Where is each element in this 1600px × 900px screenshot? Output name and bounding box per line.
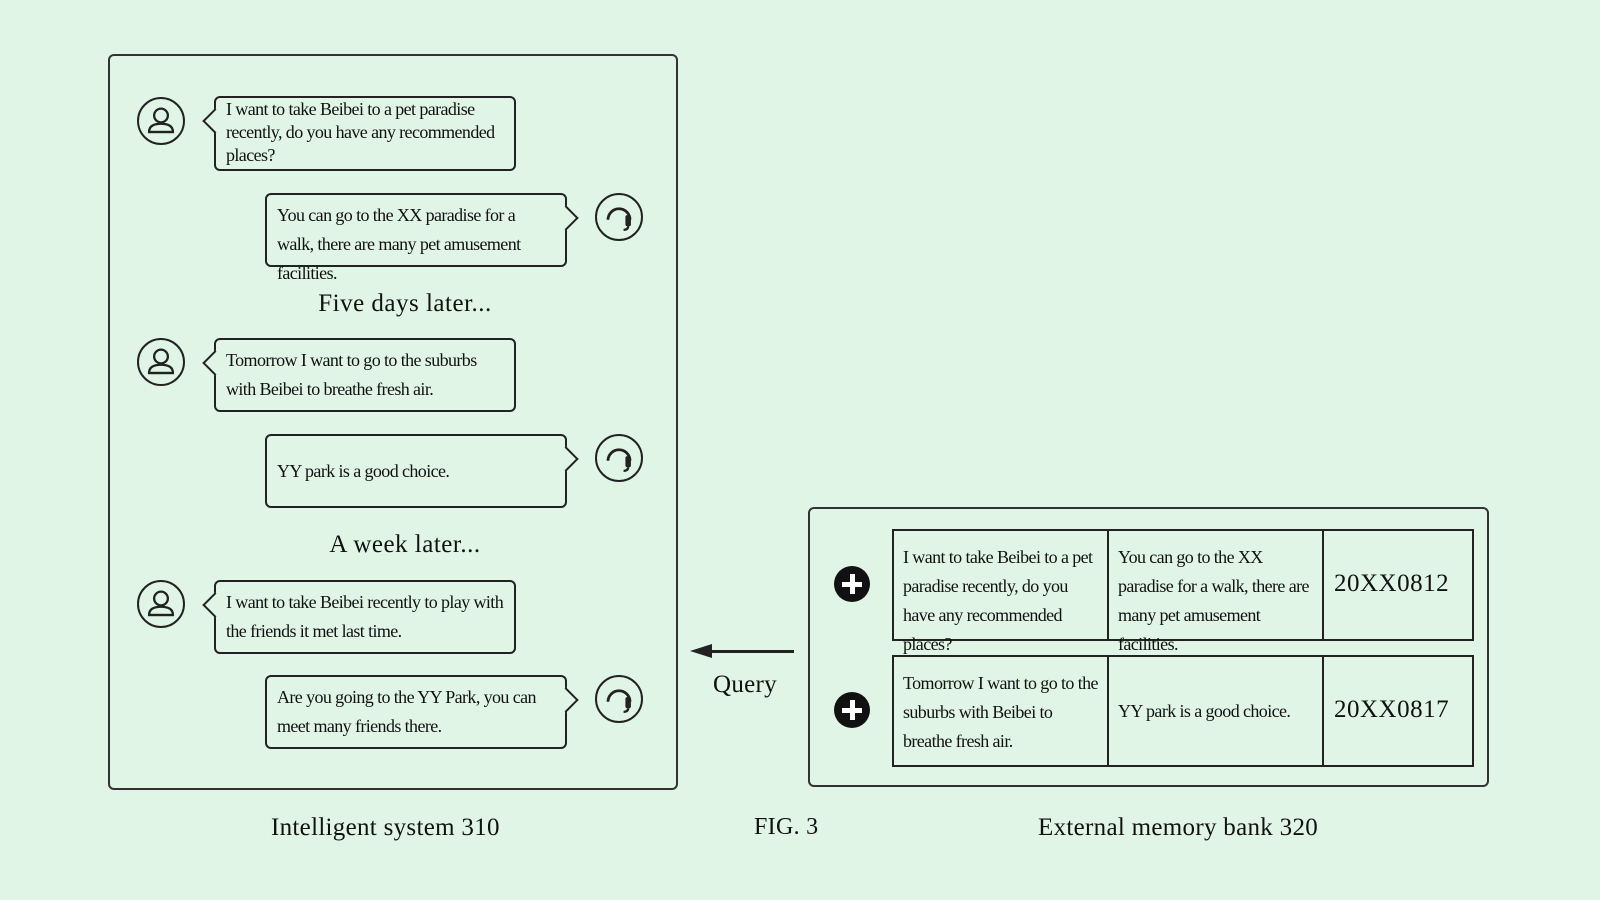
query-arrow-head [690, 644, 712, 658]
message-text: You can go to the XX paradise for a walk… [277, 205, 521, 283]
time-interlude: Five days later... [318, 290, 492, 317]
memory-query: Tomorrow I want to go to the suburbs wit… [894, 657, 1109, 765]
user-message-bubble: I want to take Beibei to a pet paradise … [202, 96, 516, 171]
message-text: Tomorrow I want to go to the suburbs wit… [226, 350, 477, 399]
user-message-bubble: I want to take Beibei recently to play w… [202, 580, 516, 654]
headset-icon [595, 193, 643, 241]
memory-date: 20XX0817 [1334, 696, 1450, 723]
memory-response: You can go to the XX paradise for a walk… [1109, 531, 1324, 654]
memory-response: YY park is a good choice. [1109, 657, 1324, 765]
intelligent-system-panel [108, 54, 678, 790]
plus-circle-icon[interactable] [834, 566, 870, 602]
user-message-bubble: Tomorrow I want to go to the suburbs wit… [202, 338, 516, 412]
headset-icon [595, 675, 643, 723]
query-label: Query [713, 671, 777, 698]
message-text: Are you going to the YY Park, you can me… [277, 687, 537, 736]
memory-query: I want to take Beibei to a pet paradise … [894, 531, 1109, 654]
message-text: I want to take Beibei recently to play w… [226, 592, 504, 641]
assistant-message-bubble: You can go to the XX paradise for a walk… [265, 193, 579, 283]
user-avatar-icon [137, 97, 185, 145]
memory-entry: Tomorrow I want to go to the suburbs wit… [892, 655, 1474, 767]
assistant-message-bubble: Are you going to the YY Park, you can me… [265, 675, 579, 749]
intelligent-system-label: Intelligent system 310 [271, 814, 500, 841]
plus-circle-icon[interactable] [834, 692, 870, 728]
figure-caption: FIG. 3 [754, 814, 819, 840]
headset-icon [595, 434, 643, 482]
message-text: YY park is a good choice. [277, 461, 450, 481]
memory-bank-label: External memory bank 320 [1038, 814, 1319, 841]
assistant-message-bubble: YY park is a good choice. [265, 434, 579, 508]
user-avatar-icon [137, 338, 185, 386]
memory-date: 20XX0812 [1334, 570, 1450, 597]
message-text: I want to take Beibei to a pet paradise … [226, 99, 495, 165]
external-memory-bank-panel [808, 507, 1489, 787]
time-interlude: A week later... [329, 531, 481, 558]
user-avatar-icon [137, 580, 185, 628]
memory-entry: I want to take Beibei to a pet paradise … [892, 529, 1474, 654]
query-arrow [702, 650, 794, 653]
